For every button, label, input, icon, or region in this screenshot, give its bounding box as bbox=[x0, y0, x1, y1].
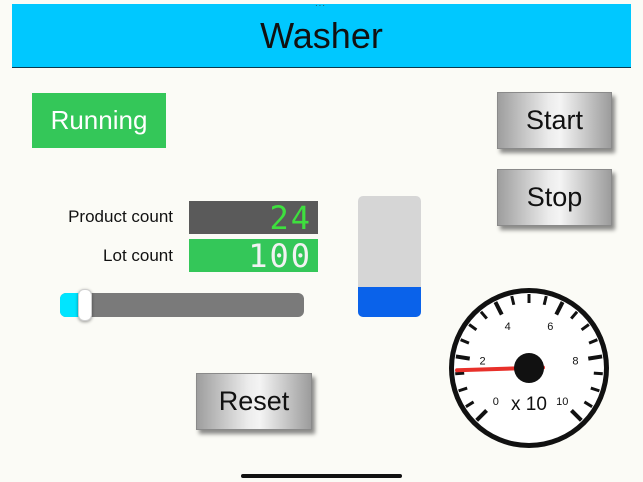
gauge-tick bbox=[580, 323, 590, 332]
stop-button[interactable]: Stop bbox=[497, 169, 612, 226]
product-count-display: 24 bbox=[189, 199, 318, 237]
page-title: Washer bbox=[260, 14, 383, 56]
gauge-tick bbox=[479, 310, 488, 320]
gauge-tick bbox=[542, 295, 548, 306]
level-indicator bbox=[358, 196, 421, 317]
gauge-tick bbox=[493, 301, 504, 316]
start-button[interactable]: Start bbox=[497, 92, 612, 149]
lot-count-label: Lot count bbox=[103, 246, 173, 265]
gauge-tick bbox=[510, 295, 516, 306]
gauge-tick bbox=[590, 386, 600, 393]
gauge-tick bbox=[587, 354, 603, 361]
level-indicator-fill bbox=[358, 286, 421, 317]
window-grabber[interactable]: ··· bbox=[315, 1, 326, 10]
gauge-tick bbox=[455, 371, 465, 376]
gauge-tick bbox=[588, 338, 598, 345]
gauge-tick-label: 10 bbox=[556, 396, 568, 408]
gauge-tick bbox=[554, 301, 565, 316]
reset-button[interactable]: Reset bbox=[196, 373, 312, 430]
lot-count-display[interactable]: 100 bbox=[189, 237, 318, 275]
progress-slider-track[interactable] bbox=[60, 293, 304, 317]
progress-slider-thumb[interactable] bbox=[78, 289, 93, 321]
gauge-ticks bbox=[455, 294, 603, 422]
gauge-tick bbox=[570, 310, 579, 320]
gauge-hub bbox=[514, 353, 544, 383]
gauge-tick-label: 2 bbox=[480, 356, 486, 368]
gauge-tick-label: 4 bbox=[505, 321, 511, 333]
gauge-tick bbox=[465, 400, 475, 408]
title-bar: Washer bbox=[12, 4, 631, 68]
status-indicator: Running bbox=[32, 93, 166, 148]
speedometer-icon: 0 2 4 6 8 10 x 10 bbox=[449, 288, 609, 448]
gauge-tick bbox=[475, 409, 488, 422]
gauge-tick bbox=[455, 354, 471, 361]
gauge-tick bbox=[458, 386, 468, 393]
gauge-tick bbox=[570, 409, 583, 422]
gauge-unit-label: x 10 bbox=[511, 394, 547, 415]
gauge-tick-label: 8 bbox=[572, 356, 578, 368]
gauge-tick bbox=[460, 338, 470, 345]
home-indicator[interactable] bbox=[241, 474, 402, 478]
product-count-label: Product count bbox=[68, 207, 173, 226]
gauge-tick-label: 0 bbox=[493, 396, 499, 408]
gauge-tick bbox=[583, 400, 593, 408]
gauge-tick bbox=[593, 371, 603, 376]
gauge-tick bbox=[468, 323, 478, 332]
gauge-tick-label: 6 bbox=[547, 321, 553, 333]
gauge-labels: 0 2 4 6 8 10 bbox=[480, 321, 579, 408]
